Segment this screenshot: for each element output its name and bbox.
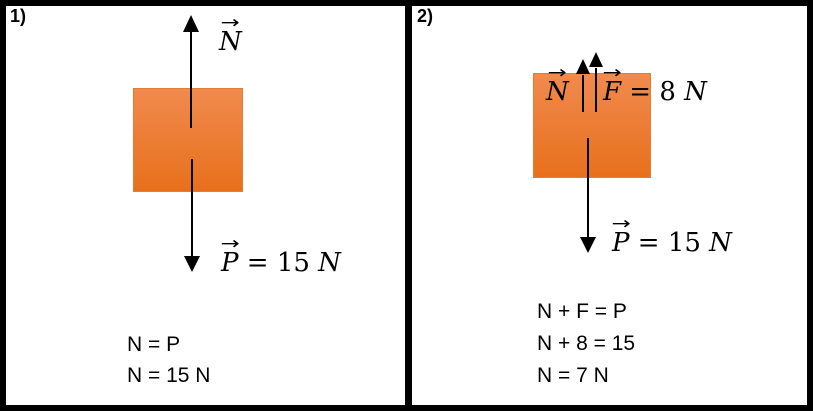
applied-force-arrowhead-icon [589,52,603,67]
applied-force-arrow-line [595,68,597,112]
panel-1-label: 1) [10,6,27,26]
weight-arrow-line [587,138,589,238]
vector-n: →N [219,13,242,57]
vector-arrow-icon: → [220,234,240,254]
weight-label: →P = 15 N [220,234,341,278]
normal-force-arrowhead-icon [183,15,199,32]
applied-force-label: →F = 8 N [602,63,707,107]
solution-equations-2: N + F = P N + 8 = 15 N = 7 N [537,296,635,392]
block-2 [533,73,651,178]
vector-arrow-icon: → [602,63,622,83]
equation-line: N + 8 = 15 [537,332,636,355]
vector-f: →F [602,63,622,107]
normal-force-arrow-line [190,31,192,128]
normal-force-arrow-line [582,75,584,112]
vector-n: →N [546,63,569,107]
vector-p: →P [611,214,631,258]
equation-line: N = 7 N [537,364,609,387]
solution-equations-1: N = P N = 15 N [127,329,210,391]
normal-force-label: →N [219,13,242,57]
normal-force-arrowhead-icon [576,59,590,74]
panel-divider [405,0,412,411]
weight-arrowhead-icon [184,256,200,272]
panel-2-label: 2) [417,6,434,26]
weight-arrowhead-icon [580,237,596,253]
vector-arrow-icon: → [611,214,631,234]
vector-arrow-icon: → [220,13,240,33]
weight-arrow-line [191,159,193,257]
equation-line: N + F = P [537,300,627,323]
equation-line: N = 15 N [127,364,211,387]
equation-line: N = P [127,333,181,356]
block-1 [133,88,243,192]
normal-force-label: →N [546,63,569,107]
vector-arrow-icon: → [547,63,567,83]
weight-label: →P = 15 N [611,214,732,258]
vector-p: →P [220,234,240,278]
